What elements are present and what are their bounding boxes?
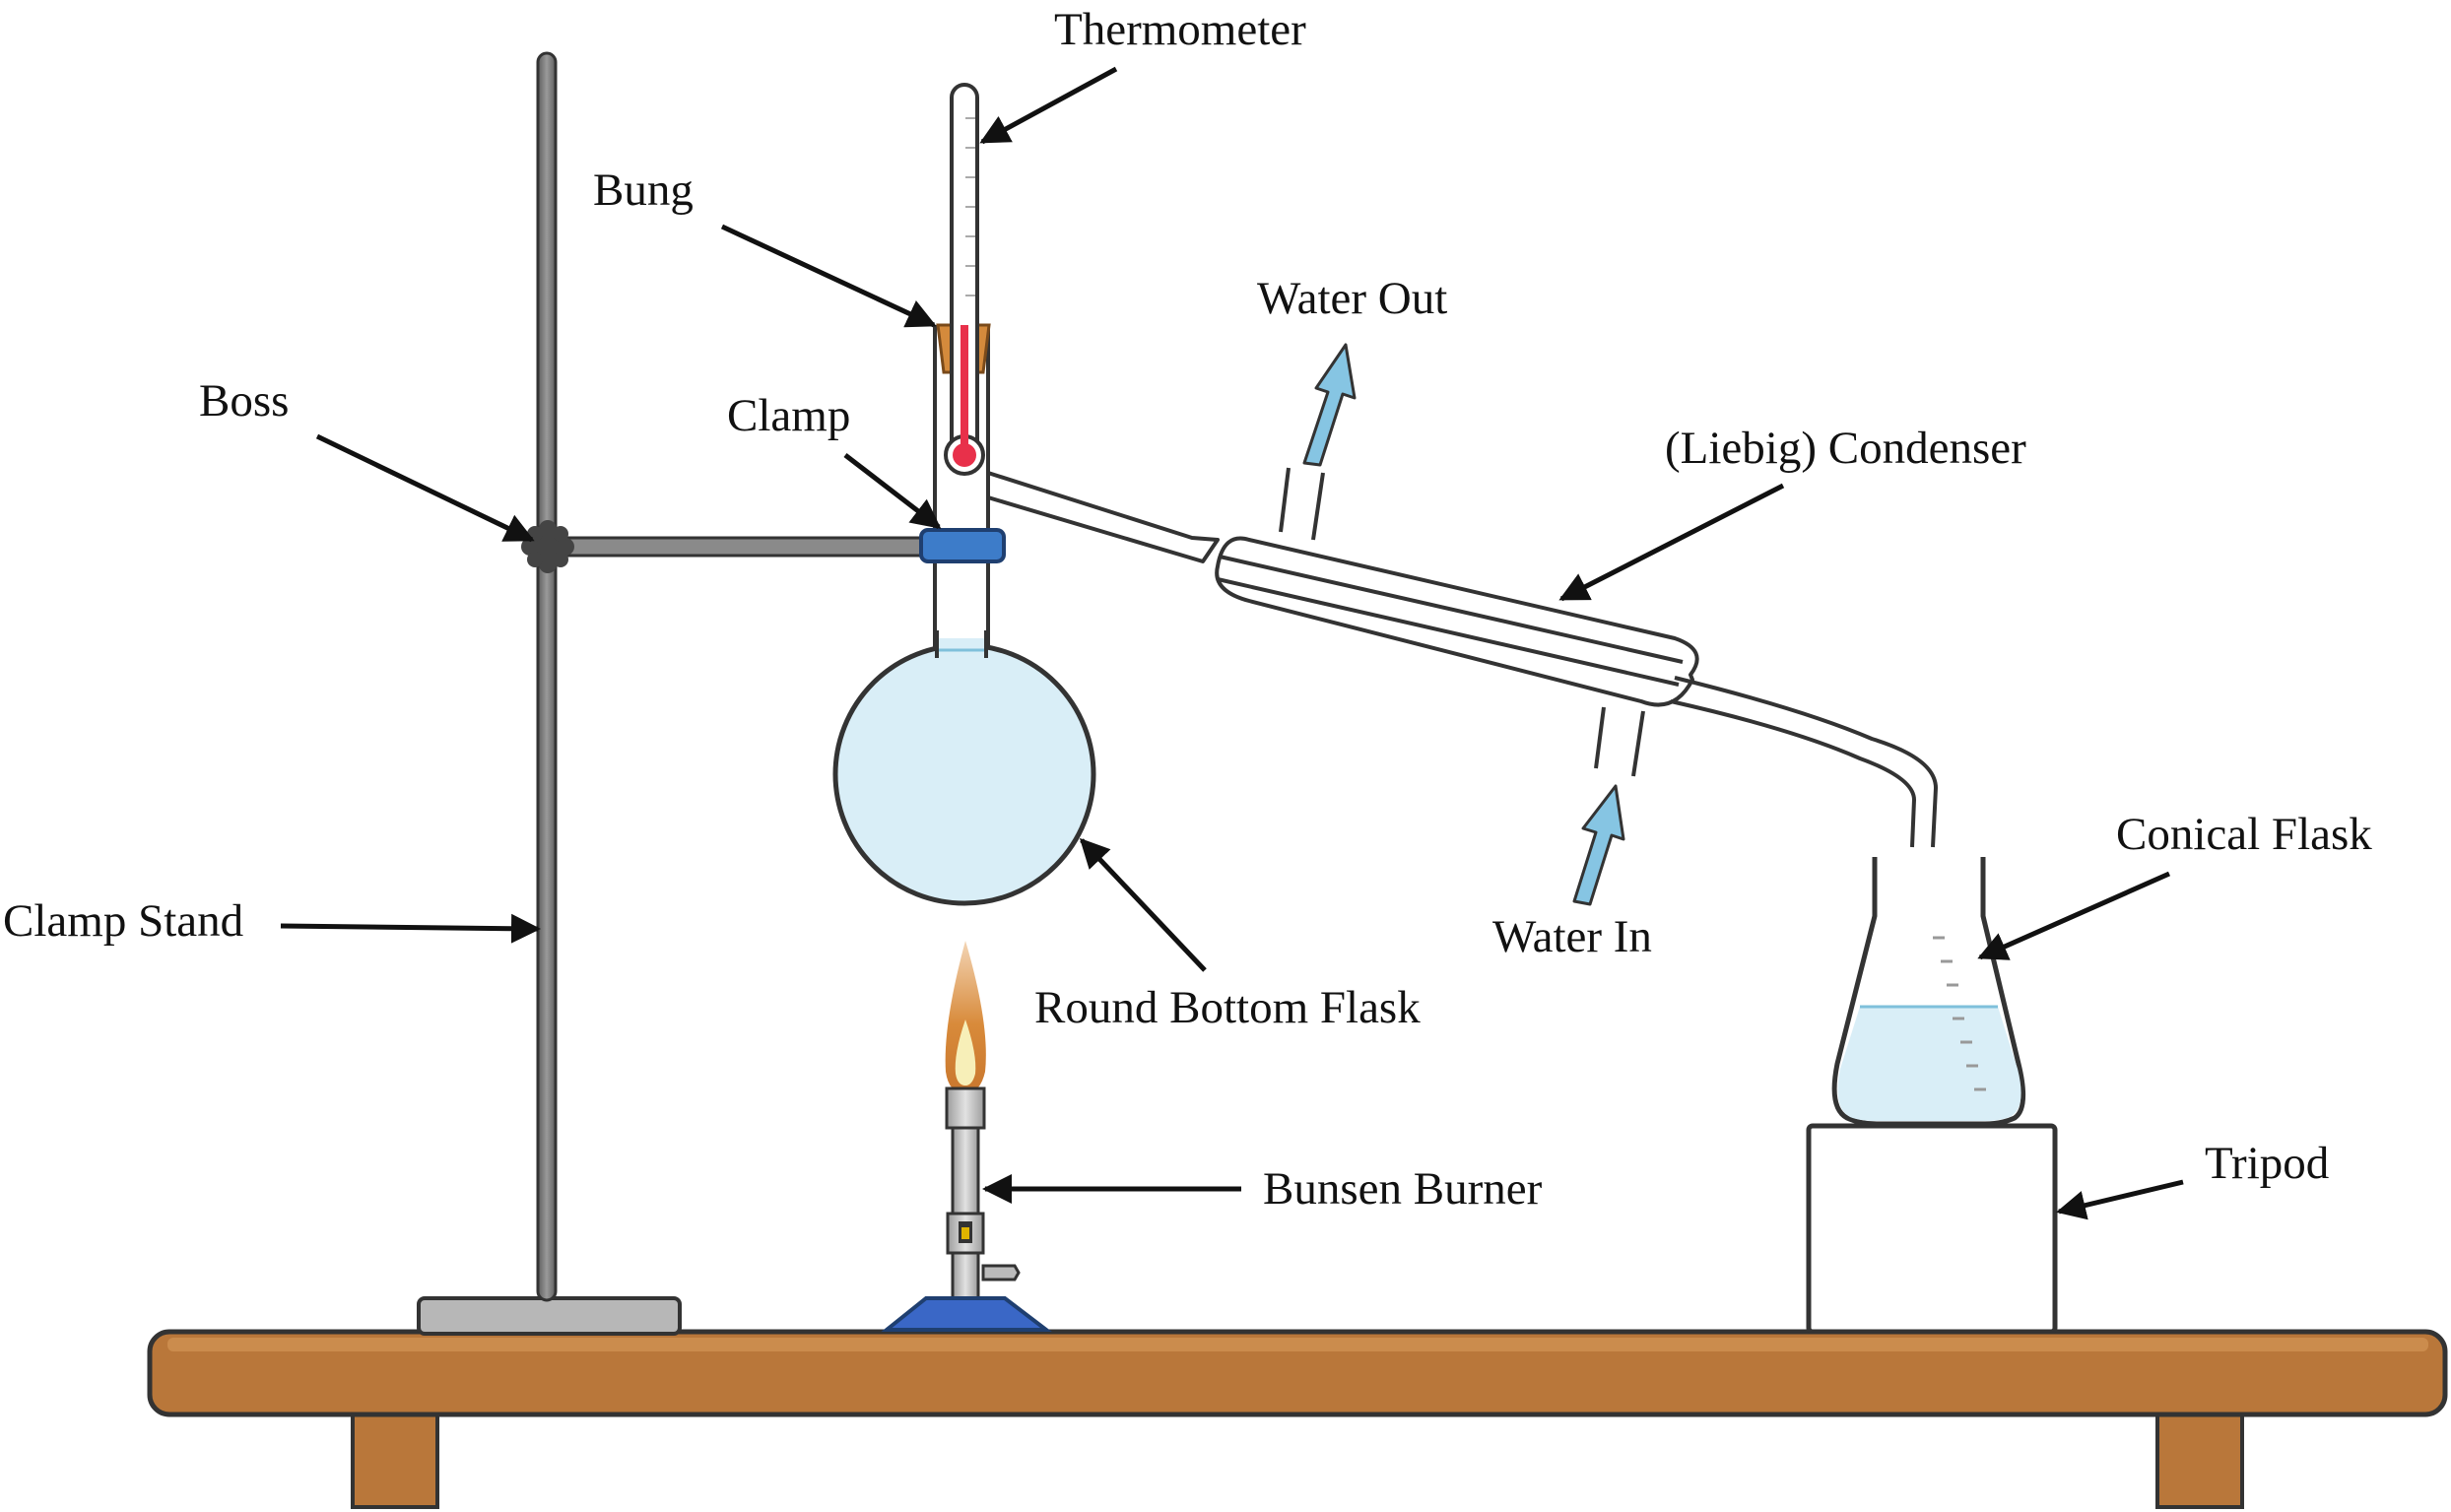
- round-bottom-flask: [832, 325, 1220, 906]
- label-clamp-stand: Clamp Stand: [3, 895, 243, 947]
- stand-arm: [546, 536, 934, 558]
- label-water-out: Water Out: [1257, 273, 1447, 324]
- flame: [945, 941, 986, 1093]
- stand-base: [417, 1296, 682, 1336]
- flask-bulb: [832, 642, 1096, 906]
- stand-rod: [536, 51, 558, 1302]
- bench-top: [147, 1329, 2448, 1417]
- bung-pointer: [720, 224, 937, 328]
- boss-pointer: [315, 433, 535, 543]
- water-in-arrow: [1572, 784, 1625, 906]
- liebig-condenser: [1215, 467, 1939, 848]
- clamp-pointer: [843, 453, 942, 529]
- label-water-in: Water In: [1492, 911, 1652, 962]
- boss: [521, 520, 574, 573]
- label-conical-flask: Conical Flask: [2116, 809, 2372, 860]
- round-bottom-flask-pointer: [1079, 837, 1207, 972]
- label-round-bottom-flask: Round Bottom Flask: [1034, 982, 1421, 1033]
- bunsen-burner: [881, 941, 1052, 1332]
- side-arm: [986, 471, 1220, 563]
- bench: [147, 1329, 2448, 1509]
- water-out-arrow: [1302, 343, 1357, 467]
- clamp-stand: [417, 51, 934, 1336]
- label-bung: Bung: [593, 164, 694, 216]
- condenser-jacket: [1215, 536, 1699, 707]
- clamp-stand-pointer: [280, 913, 541, 944]
- tripod: [1806, 1123, 2058, 1335]
- label-condenser: (Liebig) Condenser: [1665, 423, 2026, 474]
- labels: Thermometer Bung Water Out Boss Clamp (L…: [3, 4, 2372, 1215]
- burner-base: [881, 1296, 1052, 1332]
- bench-leg-right: [2155, 1407, 2244, 1509]
- condenser-pointer: [1558, 483, 1785, 602]
- bench-leg-left: [351, 1407, 439, 1509]
- label-bunsen-burner: Bunsen Burner: [1263, 1163, 1543, 1215]
- label-tripod: Tripod: [2205, 1138, 2329, 1189]
- label-thermometer: Thermometer: [1054, 4, 1306, 55]
- tripod-pointer: [2056, 1179, 2184, 1220]
- thermometer-pointer: [979, 66, 1118, 145]
- conical-flask-pointer: [1977, 871, 2171, 960]
- label-clamp: Clamp: [727, 390, 850, 441]
- delivery-tube: [1670, 676, 1939, 848]
- conical-flask: [1831, 857, 2026, 1127]
- thermometer: [944, 83, 985, 476]
- clamp: [919, 528, 1006, 563]
- pointer-arrows: [280, 66, 2184, 1220]
- label-boss: Boss: [199, 375, 289, 427]
